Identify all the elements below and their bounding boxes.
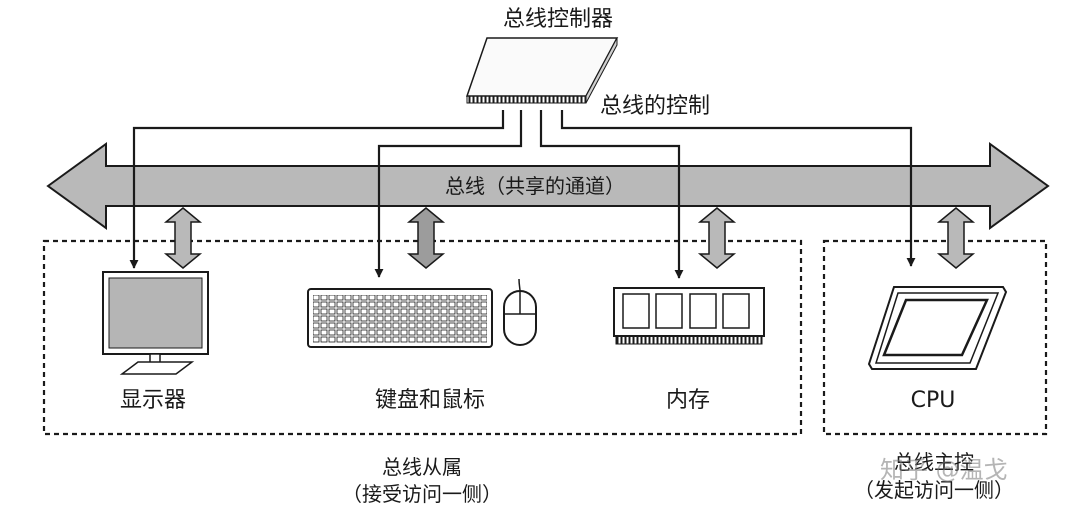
connector-display [163,207,203,269]
control-line-display [129,110,505,269]
cpu-icon [867,286,1008,370]
watermark: 知乎 @温戈 [880,456,1008,484]
control-line-cpu [560,110,916,267]
bus-controller-title: 总线控制器 [502,7,614,32]
slave-group-subtitle: （接受访问一侧） [342,482,502,506]
shared-bus-label: 总线（共享的通道） [445,174,625,198]
slave-group-title: 总线从属 [382,455,462,479]
keyboard-mouse-label: 键盘和鼠标 [374,388,486,413]
monitor-icon [102,271,209,375]
display-label: 显示器 [119,388,187,413]
memory-module-icon [613,287,765,345]
connector-cpu [936,207,976,269]
master-group-title: 总线主控 [894,450,974,474]
connector-keyboard [406,207,446,269]
control-lines [129,110,916,279]
memory-label: 内存 [665,388,711,413]
master-group-box [822,239,1048,436]
master-group-subtitle: （发起访问一侧） [854,478,1014,502]
connector-memory [697,207,737,269]
keyboard-icon [307,288,493,348]
bus-controller-chip [465,37,619,104]
control-line-memory [539,110,684,279]
bus-control-label: 总线的控制 [600,94,711,119]
control-line-keyboard [374,110,523,278]
shared-bus [46,142,1050,230]
cpu-label: CPU [910,388,956,413]
mouse-icon [503,278,537,346]
